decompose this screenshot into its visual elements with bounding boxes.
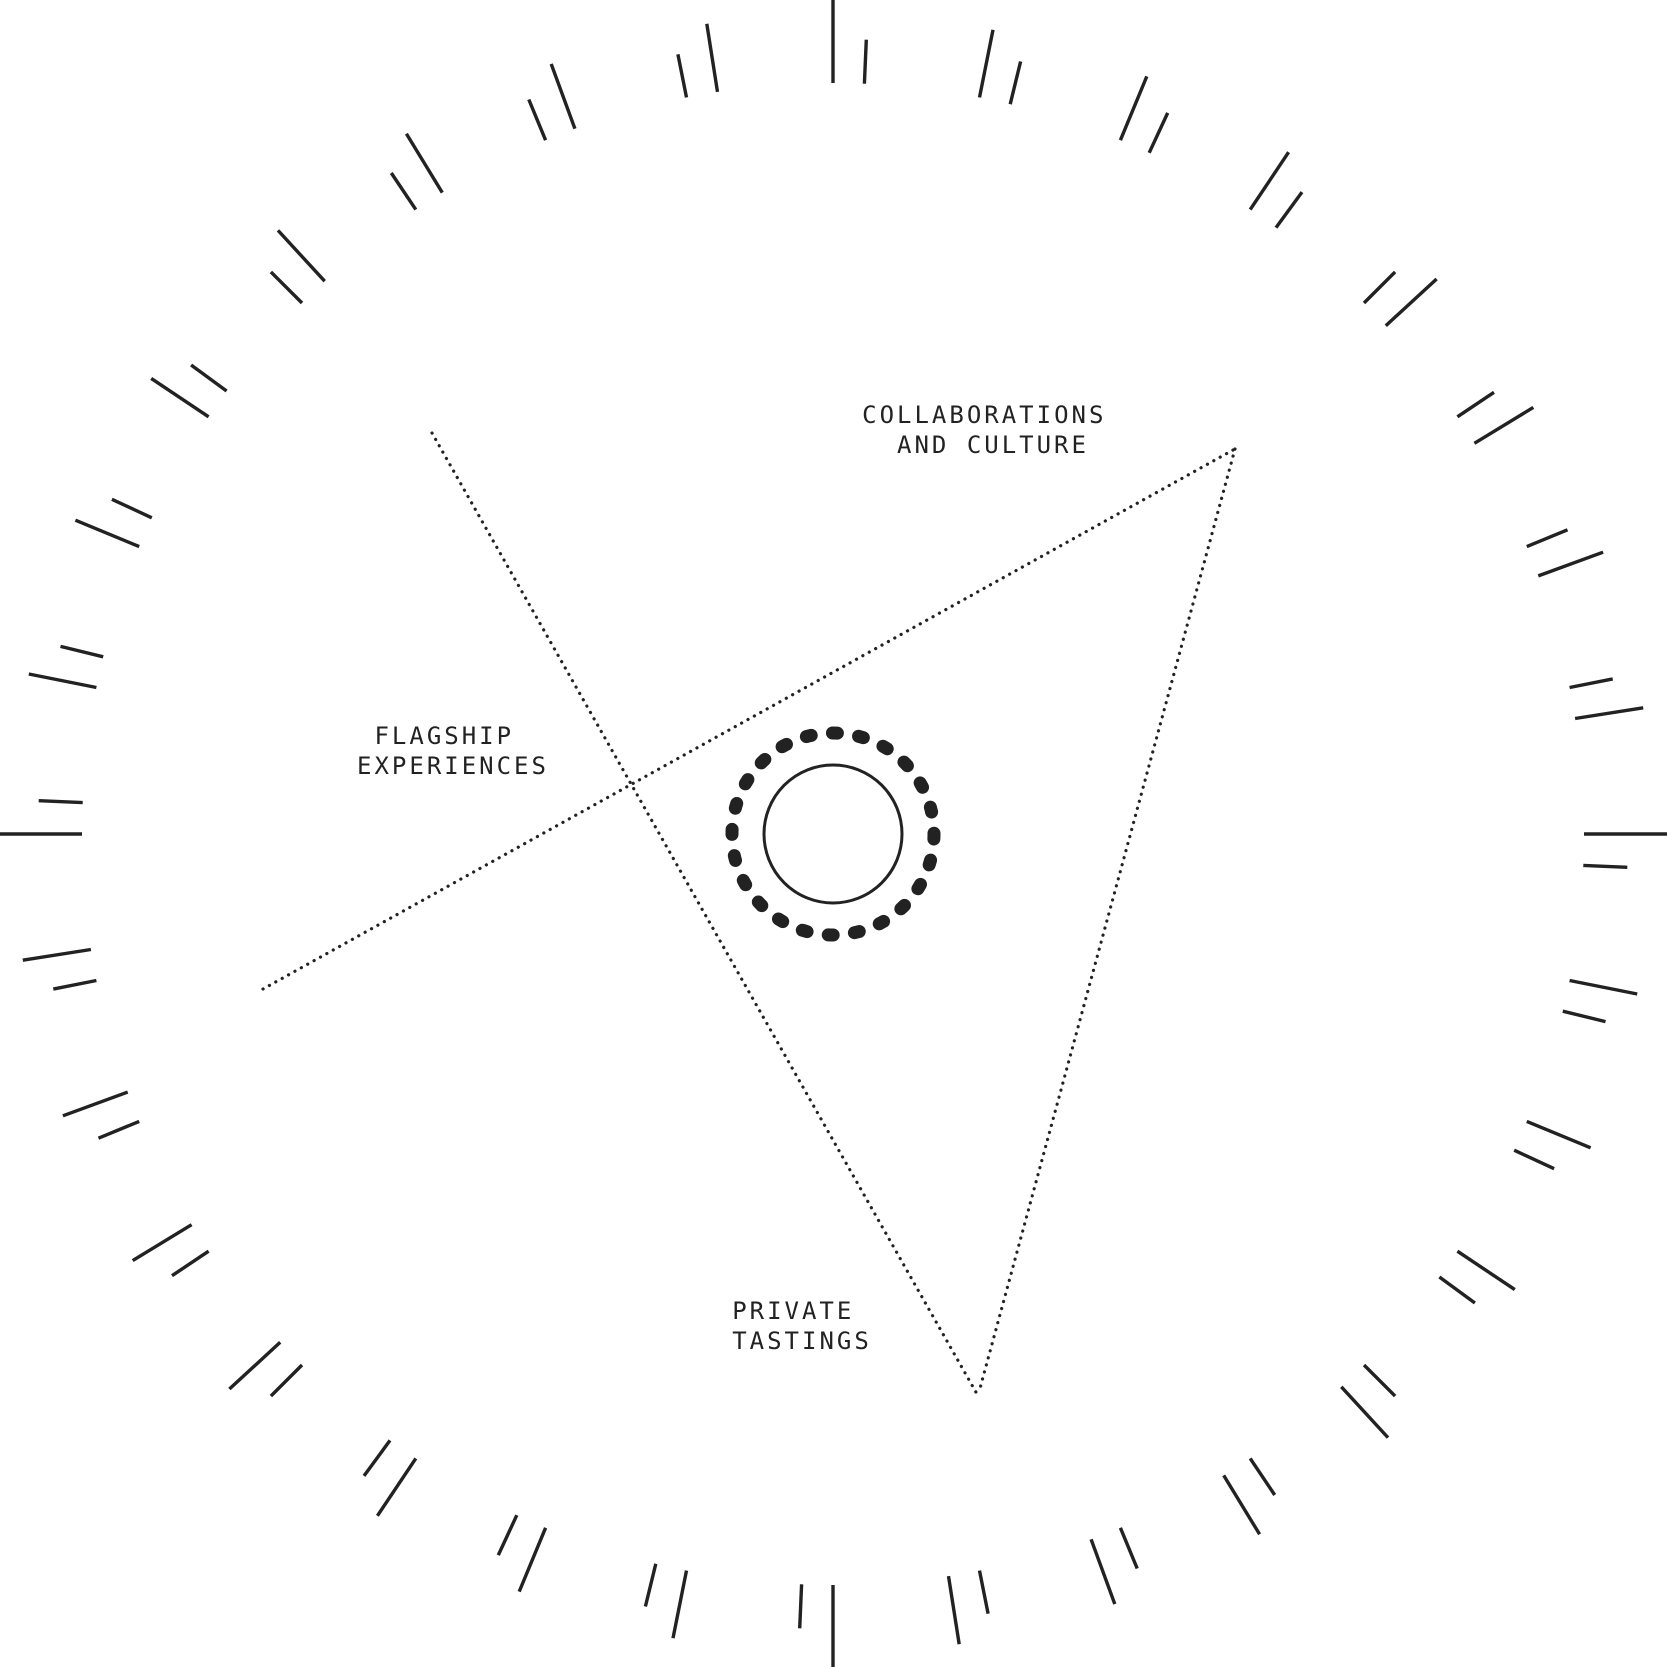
tick-mark bbox=[1574, 706, 1644, 721]
center-dotted-ring bbox=[725, 726, 941, 942]
tick-mark bbox=[496, 1514, 519, 1556]
center-solid-ring bbox=[762, 763, 904, 905]
tick-mark bbox=[269, 1363, 304, 1398]
label-collaborations-line-2: AND CULTURE bbox=[897, 431, 1089, 459]
tick-mark bbox=[269, 270, 304, 305]
tick-mark bbox=[1562, 1009, 1606, 1024]
tick-mark bbox=[1438, 1275, 1476, 1305]
tick-mark bbox=[946, 1575, 961, 1645]
tick-mark bbox=[1362, 270, 1397, 305]
tick-mark bbox=[1569, 978, 1638, 996]
tick-mark bbox=[1118, 75, 1149, 141]
tick-mark bbox=[60, 644, 104, 659]
tick-mark bbox=[1513, 1148, 1555, 1171]
tick-mark bbox=[28, 672, 97, 690]
tick-mark bbox=[190, 363, 228, 393]
tick-mark bbox=[404, 132, 444, 194]
tick-mark bbox=[22, 947, 92, 962]
tick-mark bbox=[862, 39, 868, 84]
tick-mark bbox=[1340, 1385, 1390, 1439]
tick-mark bbox=[62, 1090, 129, 1118]
connector-top-right-to-left bbox=[261, 448, 1235, 991]
tick-mark bbox=[1526, 1119, 1592, 1150]
tick-mark bbox=[150, 376, 210, 419]
tick-mark bbox=[705, 23, 720, 93]
tick-mark bbox=[549, 63, 577, 130]
label-flagship-line-2: EXPERIENCES bbox=[357, 752, 549, 780]
tick-mark bbox=[52, 978, 97, 991]
tick-mark bbox=[527, 98, 548, 141]
tick-mark bbox=[362, 1439, 392, 1477]
tick-mark bbox=[171, 1249, 210, 1278]
tick-mark bbox=[131, 1223, 193, 1263]
connector-top-right-to-bottom bbox=[977, 447, 1237, 1394]
tick-mark bbox=[977, 1570, 990, 1615]
tick-mark bbox=[74, 518, 140, 549]
dotted-connectors bbox=[261, 431, 1237, 1396]
tick-mark bbox=[1222, 1474, 1262, 1536]
label-private-line-2: TASTINGS bbox=[732, 1327, 872, 1355]
tick-mark bbox=[228, 1341, 282, 1391]
tick-mark bbox=[375, 1457, 418, 1517]
tick-mark bbox=[1583, 863, 1628, 869]
tick-mark bbox=[798, 1584, 804, 1629]
tick-mark bbox=[1008, 61, 1023, 105]
tick-mark bbox=[977, 29, 995, 98]
tick-mark bbox=[1473, 405, 1535, 445]
tick-mark bbox=[643, 1563, 658, 1607]
tick-mark bbox=[676, 53, 689, 98]
center-target-icon bbox=[725, 726, 941, 942]
tick-mark bbox=[389, 172, 418, 211]
tick-mark bbox=[1089, 1538, 1117, 1605]
tick-mark bbox=[1362, 1363, 1397, 1398]
label-private-line-1: PRIVATE bbox=[732, 1297, 854, 1325]
tick-mark bbox=[38, 799, 83, 805]
tick-mark bbox=[1118, 1527, 1139, 1570]
tick-mark bbox=[1147, 112, 1170, 154]
tick-mark bbox=[517, 1527, 548, 1593]
tick-mark bbox=[1274, 191, 1304, 229]
tick-mark bbox=[1569, 677, 1614, 690]
tick-mark bbox=[1384, 277, 1438, 327]
tick-mark bbox=[1456, 1249, 1516, 1292]
label-collaborations-and-culture: COLLABORATIONS AND CULTURE bbox=[862, 401, 1124, 459]
connector-top-left-to-bottom bbox=[430, 431, 979, 1396]
tick-mark bbox=[111, 497, 153, 520]
tick-mark bbox=[1526, 528, 1569, 549]
label-flagship-experiences: FLAGSHIP EXPERIENCES bbox=[357, 722, 549, 780]
label-flagship-line-1: FLAGSHIP bbox=[374, 722, 514, 750]
label-private-tastings: PRIVATE TASTINGS bbox=[732, 1297, 872, 1355]
tick-mark bbox=[671, 1570, 689, 1639]
tick-mark bbox=[1537, 550, 1604, 578]
label-collaborations-line-1: COLLABORATIONS bbox=[862, 401, 1106, 429]
tick-mark bbox=[276, 229, 326, 283]
tick-mark bbox=[1248, 151, 1291, 211]
tick-mark bbox=[1456, 390, 1495, 419]
tick-mark bbox=[1248, 1457, 1277, 1496]
tick-mark bbox=[97, 1119, 140, 1140]
